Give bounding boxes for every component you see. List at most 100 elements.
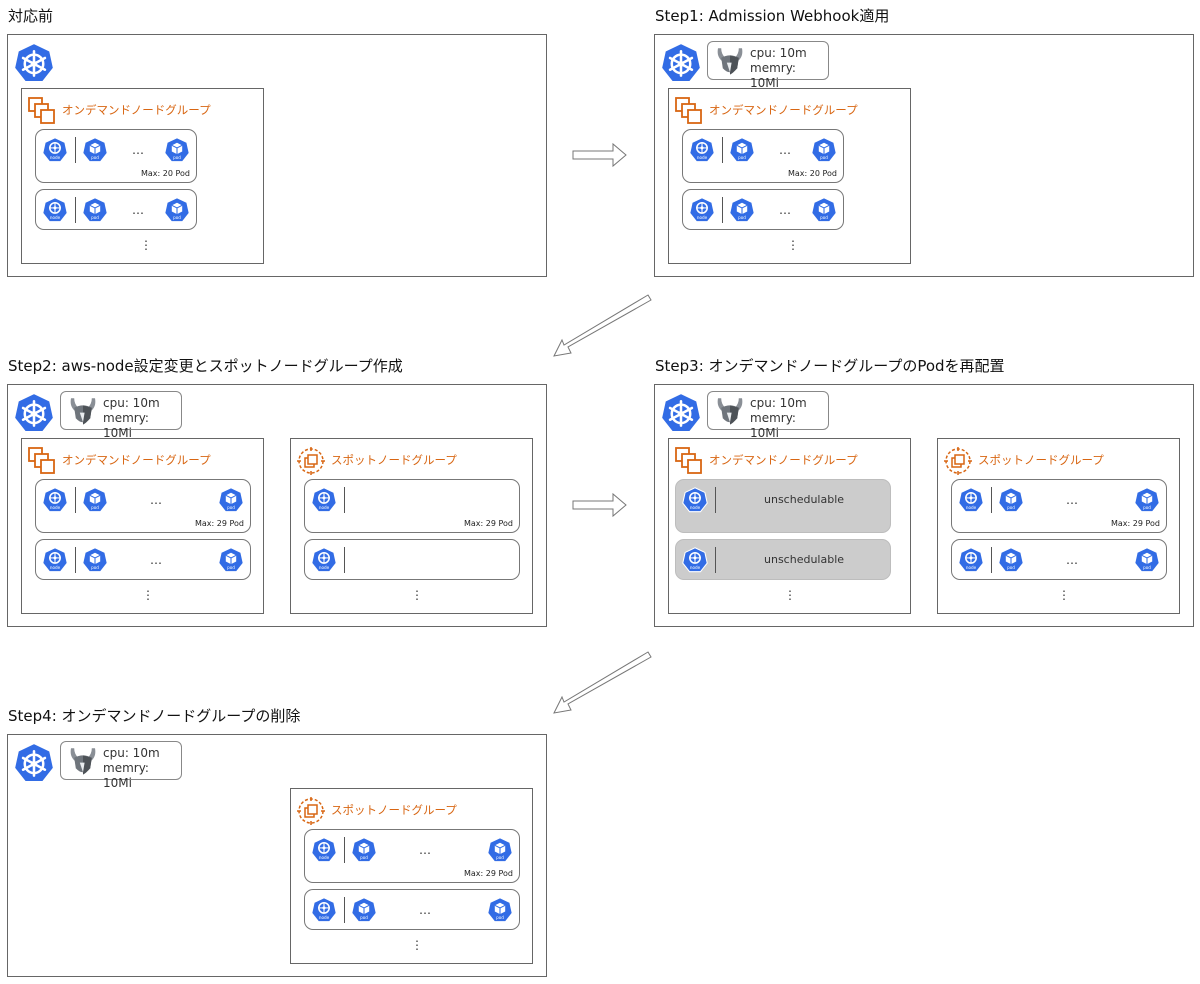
cpu-value: cpu: 10m <box>103 396 160 410</box>
pod-icon <box>164 137 190 163</box>
spot-node-group: スポットノードグループ … Max: 29 Pod … ⋮ <box>937 438 1180 614</box>
pod-icon <box>351 837 377 863</box>
cpu-value: cpu: 10m <box>750 396 807 410</box>
node-icon <box>42 547 68 573</box>
ondemand-group-icon <box>27 446 57 476</box>
node-row: … <box>35 189 197 230</box>
pod-icon <box>487 897 513 923</box>
pod-icon <box>811 137 837 163</box>
more-pods-dots: … <box>779 203 791 217</box>
step-title-1: Step1: Admission Webhook適用 <box>655 7 890 25</box>
ondemand-node-group: オンデマンドノードグループ … Max: 20 Pod … ⋮ <box>668 88 911 264</box>
max-pods-label: Max: 29 Pod <box>463 519 513 528</box>
node-icon <box>682 547 708 573</box>
node-icon <box>42 197 68 223</box>
node-icon <box>958 547 984 573</box>
more-nodes-dots: ⋮ <box>784 588 796 602</box>
ondemand-group-icon <box>674 446 704 476</box>
more-pods-dots: … <box>1066 553 1078 567</box>
node-row: … <box>682 189 844 230</box>
pod-icon <box>998 547 1024 573</box>
ondemand-node-group: オンデマンドノードグループ … Max: 20 Pod … ⋮ <box>21 88 264 264</box>
step-title-4: Step4: オンデマンドノードグループの削除 <box>8 707 301 725</box>
max-pods-label: Max: 20 Pod <box>140 169 190 178</box>
kubernetes-icon <box>660 42 702 84</box>
more-nodes-dots: ⋮ <box>411 938 423 952</box>
spot-group-label: スポットノードグループ <box>331 803 457 817</box>
more-nodes-dots: ⋮ <box>142 588 154 602</box>
memory-value: memry: 10Mi <box>103 411 149 440</box>
ondemand-group-icon <box>27 96 57 126</box>
more-nodes-dots: ⋮ <box>1058 588 1070 602</box>
node-icon <box>689 137 715 163</box>
opa-icon <box>67 395 99 427</box>
ondemand-group-label: オンデマンドノードグループ <box>62 453 211 467</box>
more-pods-dots: … <box>419 903 431 917</box>
node-row <box>304 539 520 580</box>
pod-icon <box>82 547 108 573</box>
pod-icon <box>729 137 755 163</box>
ondemand-group-label: オンデマンドノードグループ <box>709 453 858 467</box>
ondemand-node-group: オンデマンドノードグループ unschedulable unschedulabl… <box>668 438 911 614</box>
node-icon <box>311 487 337 513</box>
kubernetes-icon <box>660 392 702 434</box>
node-icon <box>311 837 337 863</box>
unschedulable-label: unschedulable <box>764 553 845 566</box>
opa-icon <box>714 45 746 77</box>
node-icon <box>42 137 68 163</box>
pod-icon <box>82 487 108 513</box>
more-nodes-dots: ⋮ <box>787 238 799 252</box>
pod-icon <box>1134 487 1160 513</box>
more-pods-dots: … <box>150 553 162 567</box>
unschedulable-node-row: unschedulable <box>675 479 891 533</box>
node-row: … Max: 29 Pod <box>304 829 520 883</box>
node-icon <box>689 197 715 223</box>
arrow-icon <box>553 294 652 357</box>
memory-value: memry: 10Mi <box>750 61 796 90</box>
cpu-value: cpu: 10m <box>103 746 160 760</box>
spot-group-label: スポットノードグループ <box>331 453 457 467</box>
spot-group-icon <box>943 446 973 476</box>
kubernetes-icon <box>13 392 55 434</box>
node-icon <box>311 897 337 923</box>
max-pods-label: Max: 29 Pod <box>463 869 513 878</box>
more-pods-dots: … <box>132 143 144 157</box>
opa-icon <box>714 395 746 427</box>
spot-node-group: スポットノードグループ … Max: 29 Pod … ⋮ <box>290 788 533 964</box>
pod-icon <box>487 837 513 863</box>
pod-icon <box>998 487 1024 513</box>
node-icon <box>42 487 68 513</box>
pod-icon <box>218 487 244 513</box>
more-pods-dots: … <box>779 143 791 157</box>
spot-node-group: スポットノードグループ Max: 29 Pod ⋮ <box>290 438 533 614</box>
step-title-before: 対応前 <box>8 7 54 25</box>
kubernetes-icon <box>13 42 55 84</box>
pod-icon <box>1134 547 1160 573</box>
node-row: Max: 29 Pod <box>304 479 520 533</box>
pod-icon <box>729 197 755 223</box>
node-icon <box>311 547 337 573</box>
pod-icon <box>164 197 190 223</box>
memory-value: memry: 10Mi <box>103 761 149 790</box>
unschedulable-node-row: unschedulable <box>675 539 891 580</box>
node-icon <box>682 487 708 513</box>
spot-group-icon <box>296 796 326 826</box>
pod-icon <box>351 897 377 923</box>
arrow-icon <box>572 142 627 168</box>
spot-group-icon <box>296 446 326 476</box>
node-row: … <box>951 539 1167 580</box>
ondemand-group-label: オンデマンドノードグループ <box>709 103 858 117</box>
max-pods-label: Max: 20 Pod <box>787 169 837 178</box>
ondemand-group-label: オンデマンドノードグループ <box>62 103 211 117</box>
more-pods-dots: … <box>132 203 144 217</box>
arrow-icon <box>553 651 652 714</box>
step-title-2: Step2: aws-node設定変更とスポットノードグループ作成 <box>8 357 403 375</box>
node-row: … Max: 29 Pod <box>951 479 1167 533</box>
